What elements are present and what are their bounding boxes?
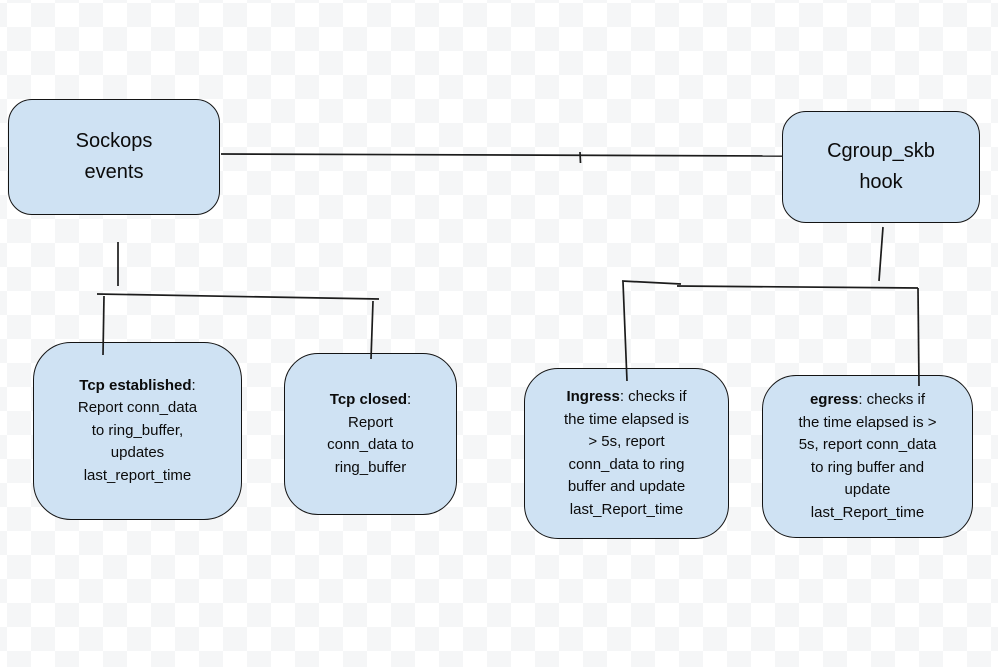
node-tcp-established[interactable]: Tcp established: Report conn_data to rin…	[33, 342, 242, 520]
connector-left-branch-horizontal	[96, 293, 380, 300]
node-tcp-closed[interactable]: Tcp closed: Report conn_data to ring_buf…	[284, 353, 457, 515]
node-label-rest: : checks if the time elapsed is > 5s, re…	[563, 388, 690, 518]
node-egress[interactable]: egress: checks if the time elapsed is > …	[762, 375, 973, 538]
connector-drop-egress	[917, 287, 920, 387]
node-label: Tcp established: Report conn_data to rin…	[78, 375, 197, 488]
connector-sockops-cgroup	[220, 153, 784, 157]
connector-drop-ingress	[622, 281, 628, 382]
node-label: Ingress: checks if the time elapsed is >…	[564, 386, 689, 521]
connector-drop-tcp-closed	[370, 300, 374, 360]
node-label-bold: Ingress	[566, 388, 620, 405]
connector-right-branch-horizontal-a	[621, 280, 682, 285]
node-label-bold: egress	[809, 391, 859, 408]
connector-right-branch-horizontal-b	[676, 285, 919, 289]
connector-cgroup-stub	[878, 226, 884, 282]
connector-sockops-cgroup-tick	[579, 151, 582, 164]
node-cgroup-skb-hook[interactable]: Cgroup_skb hook	[782, 111, 980, 223]
node-label: egress: checks if the time elapsed is > …	[799, 389, 937, 524]
node-label-rest: : Report conn_data to ring_buffer, updat…	[77, 376, 198, 484]
node-label-bold: Tcp closed	[329, 391, 408, 408]
node-label-rest: : Report conn_data to ring_buffer	[327, 391, 414, 476]
node-sockops-events[interactable]: Sockops events	[8, 99, 220, 215]
node-ingress[interactable]: Ingress: checks if the time elapsed is >…	[524, 368, 729, 539]
node-label-bold: Tcp established	[79, 376, 192, 394]
node-label-rest: : checks if the time elapsed is > 5s, re…	[798, 391, 937, 521]
node-label: Sockops events	[75, 130, 153, 183]
node-label: Tcp closed: Report conn_data to ring_buf…	[327, 389, 414, 479]
node-label: Cgroup_skb hook	[827, 140, 935, 193]
